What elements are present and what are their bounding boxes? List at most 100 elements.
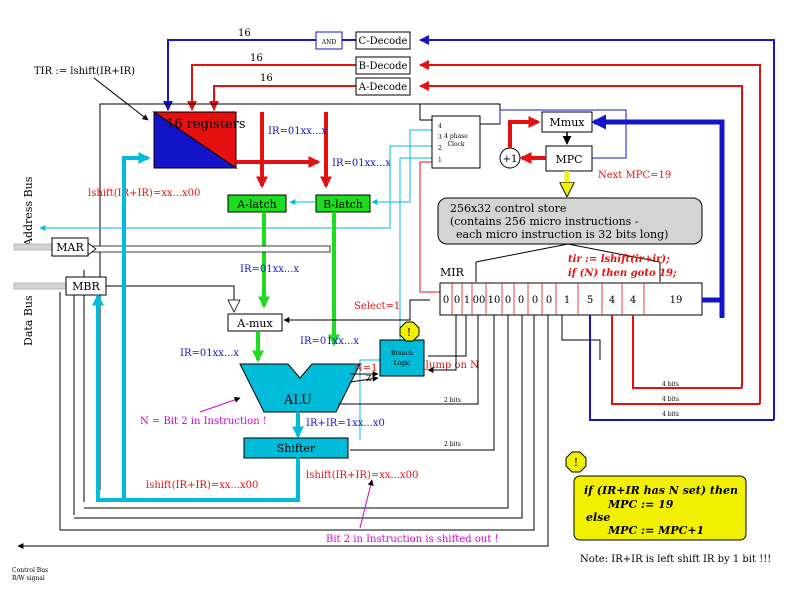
mir-register <box>439 282 703 316</box>
mir-c-field-wire <box>589 315 774 421</box>
shifted-out-note: Bit 2 in Instruction is shifted out ! <box>326 534 499 545</box>
a-mux <box>227 313 283 332</box>
mir-field-cond-2: 1 <box>464 295 470 306</box>
c-decode-bus <box>163 35 775 420</box>
shift-ctrl-width: 2 bits <box>444 441 461 448</box>
b-decode-bus <box>187 60 761 404</box>
mir-field-addr: 19 <box>670 295 683 306</box>
alu-label: ALU <box>283 393 312 408</box>
clock-to-mir-wire <box>419 161 440 293</box>
b-bus-width: 16 <box>250 53 263 64</box>
next-address-bus <box>591 114 725 318</box>
mir-field-b: 4 <box>609 295 615 306</box>
mir-field-cond-1: 0 <box>454 295 460 306</box>
alu-ctrl-width: 2 bits <box>444 397 461 404</box>
control-store-line-3: each micro instruction is 32 bits long) <box>456 228 668 241</box>
c-decoder <box>355 31 411 50</box>
micro-comment-1: tir := lshift(ir+ir); <box>568 254 670 265</box>
and-gate-label: AND <box>321 39 337 46</box>
branch-warning-icon <box>399 321 420 342</box>
clock-phase-1: 1 <box>438 157 442 164</box>
clock-label-2: Clock <box>447 141 464 148</box>
mir-field-shift: 10 <box>488 295 501 306</box>
mir-field-amux: 0 <box>443 295 449 306</box>
register-file <box>152 111 238 169</box>
mpc-clock-wire <box>499 109 627 159</box>
address-bus-label: Address Bus <box>22 176 35 247</box>
a-latch-label: A-latch <box>236 198 276 211</box>
mir-field-c: 5 <box>587 295 593 306</box>
control-bus-label-2: R/W signal <box>12 575 45 582</box>
width-label-1: 4 bits <box>662 381 679 388</box>
data-bus-label: Data Bus <box>22 295 35 346</box>
width-label-3: 4 bits <box>662 411 679 418</box>
tir-note-pointer <box>93 77 149 121</box>
four-phase-clock <box>431 115 481 169</box>
ir-label-a-bus: IR=01xx...x <box>268 126 327 137</box>
mir-field-enc: 1 <box>564 295 570 306</box>
lshift-note-shifter-out: lshift(IR+IR)=xx...x00 <box>306 470 418 481</box>
mir-field-mbr: 0 <box>505 295 511 306</box>
c-bus-width: 16 <box>238 28 251 39</box>
control-store-line-2: (contains 256 micro instructions - <box>450 215 639 228</box>
next-mpc-label: Next MPC=19 <box>598 170 671 181</box>
ir-label-b-bus: IR=01xx...x <box>332 158 391 169</box>
a-mux-label: A-mux <box>236 317 273 330</box>
control-bus-label-1: Control Bus <box>12 567 48 574</box>
mar-label: MAR <box>56 241 84 254</box>
mir-field-wr: 0 <box>546 295 552 306</box>
condition-line-4: MPC := MPC+1 <box>607 524 704 537</box>
mbr-label: MBR <box>72 280 100 293</box>
incrementer-to-mmux <box>508 116 541 148</box>
register-file-label: 16 registers <box>166 117 246 132</box>
lshift-note-registers: lshift(IR+IR)=xx...x00 <box>88 188 200 199</box>
footnote: Note: IR+IR is left shift IR by 1 bit !!… <box>580 554 771 565</box>
clock-phase-2: 2 <box>438 145 442 152</box>
control-store-to-mir-funnel <box>475 243 661 263</box>
data-bus <box>13 282 241 313</box>
clock-phase-3: 3 <box>438 134 442 141</box>
tir-note: TIR := lshift(IR+IR) <box>34 66 135 77</box>
ir-label-alu-out: IR+IR=1xx...x0 <box>306 418 385 429</box>
clock-phase-4: 4 <box>438 123 442 130</box>
ir-label-a-latch-out: IR=01xx...x <box>240 264 299 275</box>
mmux-label: Mmux <box>550 116 586 129</box>
register-to-latch-buses <box>236 112 332 189</box>
mar-register <box>51 237 89 257</box>
micro-comment-2: if (N) then goto 19; <box>568 268 677 279</box>
shifter-feedback-bus <box>92 152 300 502</box>
n-bit-note-pointer <box>199 396 241 413</box>
branch-logic <box>379 339 425 377</box>
n-flag-label: N=1 <box>354 363 378 374</box>
n-bit-note: N = Bit 2 in Instruction ! <box>140 416 267 427</box>
alu-shape <box>239 363 361 413</box>
mir-a-field-wire <box>632 315 742 389</box>
control-store-line-1: 256x32 control store <box>450 202 566 215</box>
b-latch-label: B-latch <box>323 198 363 211</box>
incrementer-label: +1 <box>503 154 518 165</box>
z-flag-label: Z <box>366 374 372 383</box>
condition-warning-glyph: ! <box>574 456 578 469</box>
branch-logic-label-1: Branch <box>391 350 413 357</box>
shifter-label: Shifter <box>277 442 316 455</box>
z-flag-wire <box>349 375 379 383</box>
mir-field-a: 4 <box>630 295 636 306</box>
a-bus-width: 16 <box>260 73 273 84</box>
shifted-out-note-pointer <box>359 479 374 529</box>
condition-line-3: else <box>586 511 610 524</box>
mir-addr-field-bus <box>702 297 725 318</box>
c-decoder-label: C-Decode <box>359 36 408 47</box>
a-latch <box>227 194 287 213</box>
mir-b-field-wire <box>611 315 760 405</box>
width-label-2: 4 bits <box>662 396 679 403</box>
branch-logic-label-2: Logic <box>394 360 411 367</box>
a-decoder <box>355 77 411 96</box>
clock-label-1: 4 phase <box>444 133 468 140</box>
mir-control-wires <box>17 315 601 549</box>
condition-warning-icon <box>565 451 587 473</box>
amux-select-wire <box>283 299 430 323</box>
b-decoder-label: B-Decode <box>359 61 408 72</box>
latch-output-buses <box>252 212 340 363</box>
mir-field-rd: 0 <box>532 295 538 306</box>
